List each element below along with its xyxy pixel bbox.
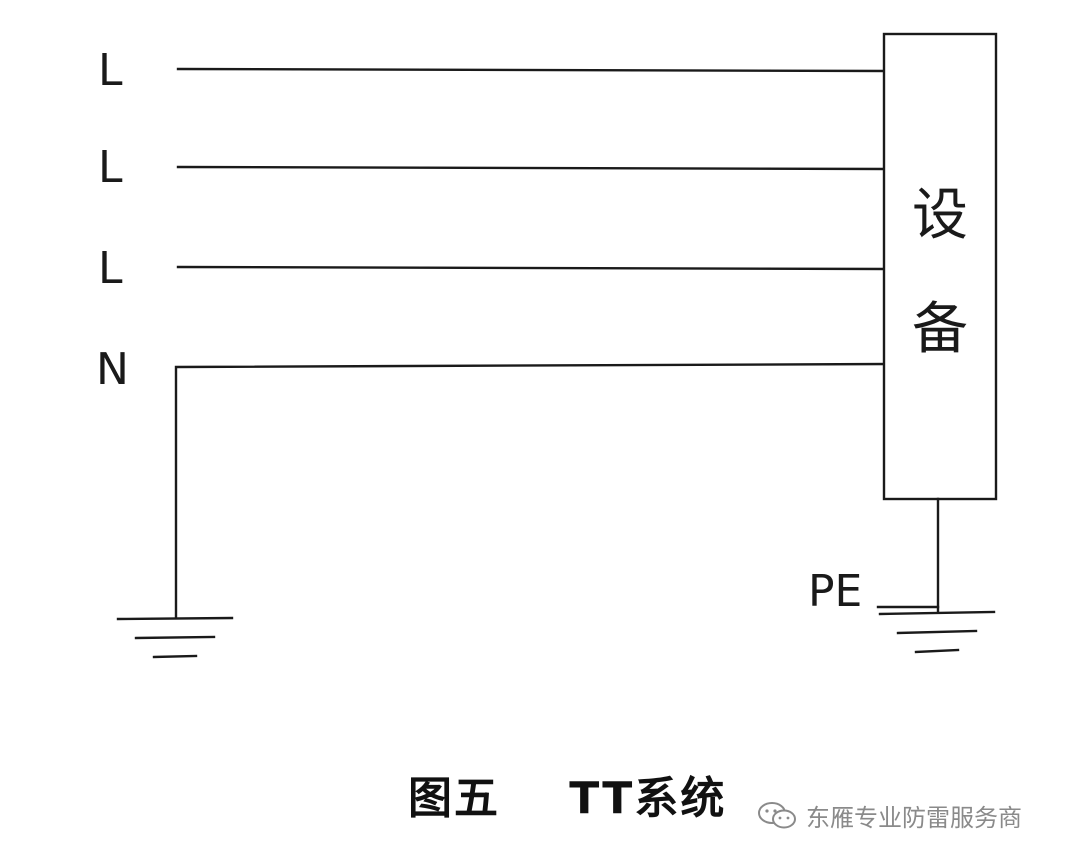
figure-title: TT系统: [569, 773, 727, 824]
phase-label-l3: L: [98, 243, 123, 294]
watermark: 东雁专业防雷服务商: [756, 798, 1022, 833]
watermark-text: 东雁专业防雷服务商: [806, 804, 1022, 832]
source-earth-symbol: [116, 616, 234, 659]
phase-conductor-l3: [176, 265, 890, 271]
neutral-conductor: [174, 362, 890, 620]
equipment-box: [882, 32, 998, 501]
pe-label: PE: [808, 566, 862, 617]
phase-label-l1: L: [98, 45, 123, 96]
phase-conductor-l2: [176, 165, 890, 171]
phase-conductor-l1: [176, 67, 890, 73]
equipment-label-char-2: 备: [912, 297, 968, 362]
neutral-label: N: [96, 344, 129, 395]
figure-caption: 图五 TT系统: [408, 762, 726, 826]
figure-number: 图五: [408, 773, 500, 824]
equipment-earth-symbol: [878, 610, 996, 654]
equipment-label-char-1: 设: [912, 183, 968, 248]
phase-label-l2: L: [98, 142, 123, 193]
wechat-icon: [758, 801, 796, 828]
